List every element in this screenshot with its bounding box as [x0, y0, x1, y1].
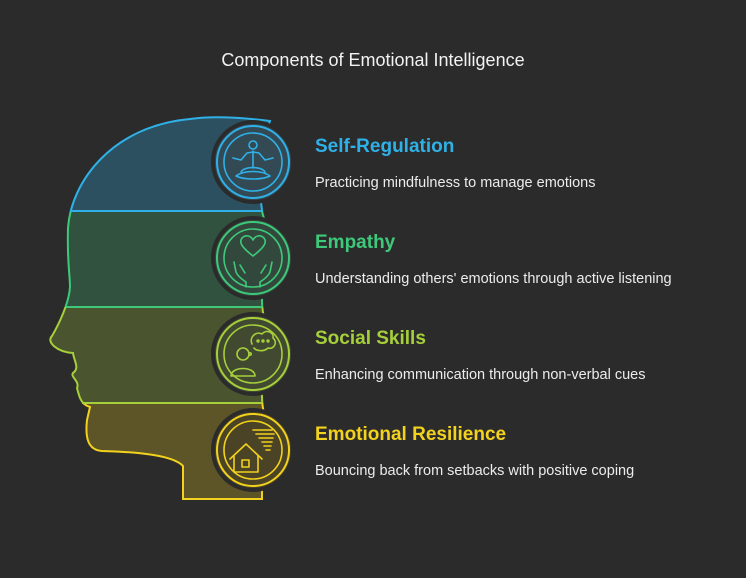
meditation-icon	[211, 120, 295, 204]
component-self-regulation: Self-Regulation Practicing mindfulness t…	[315, 136, 595, 191]
component-title: Emotional Resilience	[315, 424, 507, 445]
component-title: Self-Regulation	[315, 136, 455, 157]
component-emotional-resilience: Emotional Resilience Bouncing back from …	[315, 424, 634, 479]
component-description: Enhancing communication through non-verb…	[315, 367, 646, 383]
component-description: Understanding others' emotions through a…	[315, 271, 672, 287]
component-social-skills: Social Skills Enhancing communication th…	[315, 328, 645, 383]
component-title: Empathy	[315, 232, 396, 253]
component-title: Social Skills	[315, 328, 426, 349]
diagram-title: Components of Emotional Intelligence	[221, 50, 525, 70]
house-storm-icon	[211, 408, 295, 492]
heart-hands-icon	[211, 216, 295, 300]
component-empathy: Empathy Understanding others' emotions t…	[315, 232, 672, 287]
person-speech-icon	[211, 312, 295, 396]
component-description: Bouncing back from setbacks with positiv…	[315, 463, 635, 479]
component-description: Practicing mindfulness to manage emotion…	[315, 175, 596, 191]
